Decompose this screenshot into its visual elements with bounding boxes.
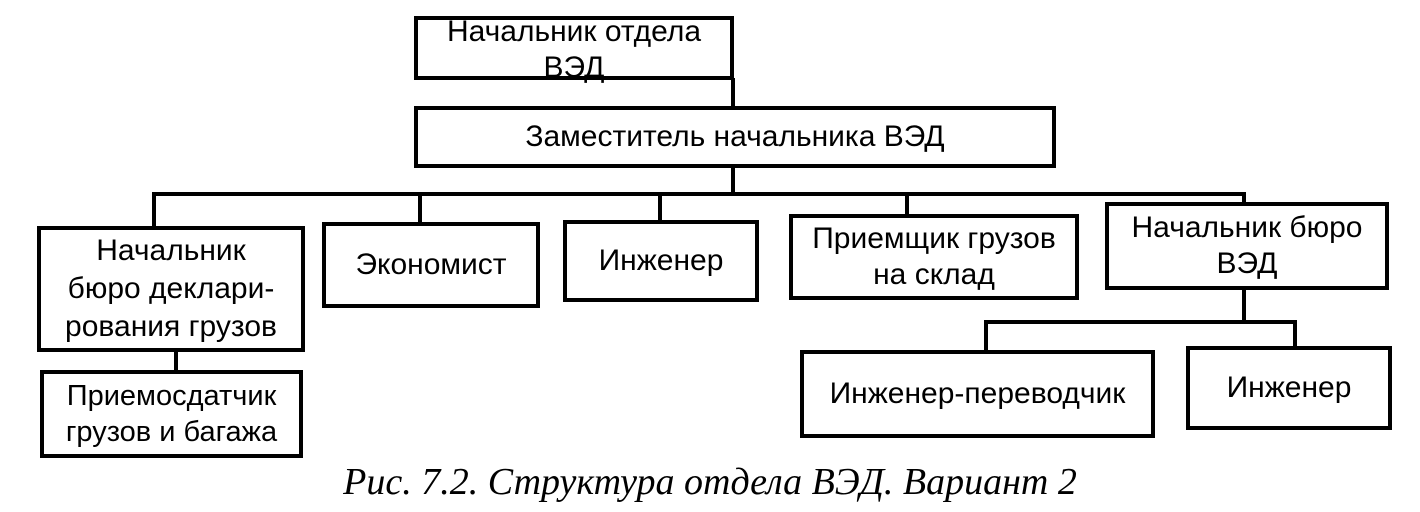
bureau-engineer-box: Инженер [1186,346,1392,430]
engineer-translator-label: Инженер-переводчик [829,377,1126,410]
engineer-box: Инженер [563,220,759,302]
warehouse-receiver-box: Приемщик грузов на склад [789,214,1079,300]
ved-bureau-head-label: Начальник бюро ВЭД [1131,211,1363,280]
ved-bureau-head-box: Начальник бюро ВЭД [1105,202,1389,290]
engineer-translator-box: Инженер-переводчик [800,350,1155,438]
deputy-head-box: Заместитель начальника ВЭД [414,106,1056,168]
engineer-label: Инженер [598,244,724,277]
declaration-bureau-head-label: Начальник бюро деклари- рования грузов [65,234,277,343]
bureau-engineer-label: Инженер [1226,371,1352,404]
economist-label: Экономист [355,248,507,281]
figure-caption: Рис. 7.2. Структура отдела ВЭД. Вариант … [343,461,1077,503]
cargo-dispatcher-label: Приемосдатчик грузов и багажа [65,380,278,448]
cargo-dispatcher-box: Приемосдатчик грузов и багажа [40,370,303,458]
declaration-bureau-head-box: Начальник бюро деклари- рования грузов [37,226,305,352]
head-of-department-label: Начальник отдела ВЭД [446,15,702,84]
deputy-head-label: Заместитель начальника ВЭД [525,120,945,153]
head-of-department-box: Начальник отдела ВЭД [414,15,734,84]
economist-box: Экономист [322,222,540,308]
warehouse-receiver-label: Приемщик грузов на склад [812,222,1056,291]
